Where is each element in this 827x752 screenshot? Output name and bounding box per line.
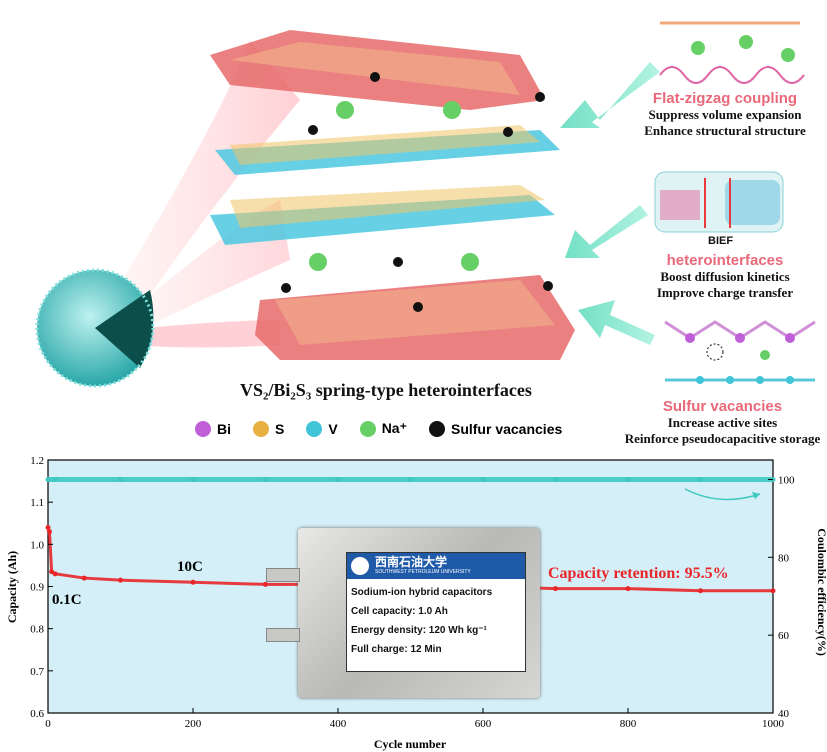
schematic-area: BIEF VS₂/Bi₂S₃ spring-type heterointerfa… [35,21,825,447]
data-point [770,588,776,594]
data-point [52,476,58,482]
university-logo-banner: 西南石油大学 SOUTHWEST PETROLEUM UNIVERSITY [347,553,525,579]
data-point [52,571,58,577]
bief-label: BIEF [708,235,733,247]
data-point [698,588,703,594]
university-name-en: SOUTHWEST PETROLEUM UNIVERSITY [375,569,471,575]
y-tick-label: 0.7 [30,666,44,678]
rate-label-10c: 10C [177,559,203,575]
y-tick-label: 0.8 [30,624,44,636]
device-line: Cell capacity: 1.0 Ah [351,606,448,617]
data-point [408,476,413,482]
data-point [263,581,268,587]
data-point [698,476,703,482]
tab-terminal [266,628,300,642]
panel-line: Improve charge transfer [656,285,794,300]
data-point [553,586,558,592]
legend-v: V [306,420,338,437]
vacancy-icon [428,420,445,437]
x-tick-label: 200 [185,718,202,730]
panel-line: Enhance structural structure [644,123,806,138]
ce-axis-arrow [684,488,761,501]
legend-vacancy: Sulfur vacancies [428,420,562,437]
main-caption: VS₂/Bi₂S₃ spring-type heterointerfaces [240,380,532,400]
device-photo: 西南石油大学 SOUTHWEST PETROLEUM UNIVERSITY So… [266,528,540,698]
data-point [46,529,52,535]
data-point [625,586,631,592]
data-point [480,476,486,482]
y2-tick-label: 40 [778,708,790,720]
y-tick-label: 0.6 [30,708,44,720]
y-axis-label: Capacity (Ah) [5,551,19,623]
panel-line: Increase active sites [667,415,778,430]
retention-label: Capacity retention: 95.5% [548,565,729,582]
data-point [45,524,51,530]
atom-legend: Bi S V Na⁺ Sulfur vacancies [195,420,562,437]
data-point [190,579,196,585]
x-tick-label: 0 [45,718,51,730]
y2-tick-label: 60 [778,630,790,642]
x-tick-label: 400 [330,718,347,730]
data-point [49,569,55,575]
y2-tick-label: 100 [778,474,795,486]
legend-s: S [253,420,284,437]
panel-flat-zigzag: Flat-zigzag coupling Suppress volume exp… [630,90,820,139]
university-emblem-icon [351,557,369,575]
data-point [45,476,51,482]
device-line: Full charge: 12 Min [351,644,442,655]
data-point [553,476,558,482]
panel-line: Suppress volume expansion [648,107,802,122]
na-ion-icon [359,420,376,437]
legend-na: Na⁺ [359,420,407,437]
panel-heterointerfaces: heterointerfaces Boost diffusion kinetic… [630,252,820,301]
y-tick-label: 1.2 [30,455,44,467]
y-tick-label: 1.0 [30,539,44,551]
x-tick-label: 1000 [762,718,785,730]
device-line: Sodium-ion hybrid capacitors [351,587,493,598]
s-atom-icon [253,420,269,437]
legend-bi: Bi [195,420,231,437]
panel-title: Flat-zigzag coupling [652,90,798,107]
panel-line: Reinforce pseudocapacitive storage [624,431,821,446]
y2-axis-label: Coulombic efficiency(%) [815,528,827,656]
data-point [118,476,123,482]
x-tick-label: 600 [475,718,492,730]
bi-atom-icon [195,420,211,437]
schematic-illustration: BIEF [35,21,816,388]
x-axis-label: Cycle number [374,737,447,751]
data-point [190,476,196,482]
device-label: 西南石油大学 SOUTHWEST PETROLEUM UNIVERSITY So… [346,552,526,672]
data-point [81,575,87,581]
data-point [335,476,341,482]
university-name: 西南石油大学 [375,555,448,569]
ce-axis-arrowhead [752,492,760,499]
y-tick-label: 0.9 [30,582,44,594]
panel-title: Sulfur vacancies [662,398,783,415]
y2-tick-label: 80 [778,552,790,564]
data-point [263,476,268,482]
panel-line: Boost diffusion kinetics [660,269,790,284]
data-point [118,577,123,583]
v-atom-icon [306,420,323,437]
panel-sulfur-vacancies: Sulfur vacancies Increase active sites R… [620,398,825,447]
y-tick-label: 1.1 [30,497,44,509]
rate-label-0-1c: 0.1C [52,592,82,608]
tab-terminal [266,568,300,582]
x-tick-label: 800 [620,718,637,730]
panel-title: heterointerfaces [666,252,784,269]
device-line: Energy density: 120 Wh kg⁻¹ [351,625,487,636]
data-point [625,476,631,482]
